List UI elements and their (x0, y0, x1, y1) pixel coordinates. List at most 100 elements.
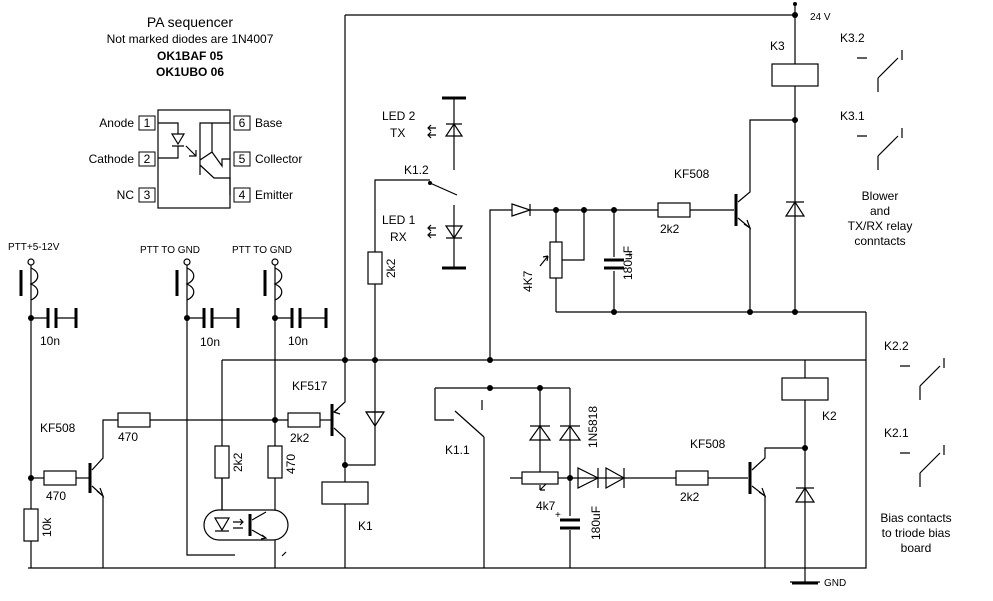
k12-label: K1.2 (404, 163, 429, 177)
pin-5-name: Collector (255, 152, 302, 166)
r2k2-vertical-resistor (214, 445, 230, 479)
pin-5-number: 5 (239, 152, 246, 166)
c1-capacitor (46, 308, 58, 328)
pin-1-name: Anode (99, 116, 134, 130)
k11-label: K1.1 (445, 443, 470, 457)
pin-3-box (138, 187, 156, 203)
k3-label: K3 (770, 39, 785, 53)
node-k2 (802, 445, 808, 451)
pin-5-box (233, 151, 251, 167)
k12-pivot (428, 181, 432, 185)
pin-1-box (138, 115, 156, 131)
pin-6-number: 6 (239, 116, 246, 130)
pin-2-name: Cathode (89, 152, 135, 166)
c2-label: 10n (200, 335, 220, 349)
pin-6-box (233, 115, 251, 131)
author-2: OK1UBO 06 (156, 65, 224, 79)
kf508-left-leads (91, 419, 120, 568)
pot-top-wiper-line (556, 210, 585, 261)
r2k2-bottom-resistor (675, 470, 709, 486)
vcc-label: 24 V (810, 12, 831, 23)
k3-tx-stage: 4K7 + 180uF 2k2 KF508 K3 (511, 15, 867, 360)
opto-light-icon (233, 518, 244, 529)
pin-3-name: NC (117, 188, 135, 202)
r470-h-label: 470 (118, 430, 138, 444)
opto-led-leads (158, 122, 179, 159)
opto-marker (281, 551, 287, 557)
input-ptt-v-label: PTT+5-12V (8, 242, 60, 253)
k3-diode-icon (784, 200, 806, 217)
node-r470-low (28, 475, 34, 481)
kf508-top-label: KF508 (674, 167, 710, 181)
led1-light-icon (427, 224, 436, 239)
node-k11-top (487, 357, 493, 363)
kf508-top-arrow (743, 219, 752, 230)
pin-3-number: 3 (144, 188, 151, 202)
c-top-plus: + (627, 250, 633, 261)
input-ptt-gnd-a-terminal (183, 258, 191, 266)
opto-transistor-icon (199, 122, 231, 195)
blower-line-3: TX/RX relay (848, 219, 913, 233)
gnd-label: GND (824, 578, 846, 589)
input-ptt-gnd-b-terminal (271, 258, 279, 266)
pot-top-resistor (549, 241, 563, 279)
kf508-left-label: KF508 (40, 421, 76, 435)
blower-line-4: conntacts (854, 234, 905, 248)
node-c1 (28, 315, 34, 321)
diode-1n5818-icon (558, 424, 582, 441)
k2-relay-coil (781, 377, 829, 401)
pot-top-label: 4K7 (521, 270, 535, 292)
led2-icon (444, 122, 464, 137)
k22-label: K2.2 (884, 339, 909, 353)
pot-bottom-resistor (521, 471, 559, 485)
r2k2-base-resistor (287, 412, 321, 428)
k11-switch-icon (454, 410, 485, 438)
r2k2-top-resistor (657, 202, 691, 218)
c-top-capacitor (604, 258, 624, 270)
optocoupler-body (157, 109, 231, 209)
k21-contact-icon (900, 445, 945, 487)
r10k-resistor (23, 508, 39, 542)
r2k2-k12-label: 2k2 (384, 258, 398, 278)
led1-icon (444, 225, 464, 240)
opto-led-icon (170, 133, 186, 147)
k1-label: K1 (358, 519, 373, 533)
k2-diode-icon (794, 486, 816, 503)
pin-4-name: Emitter (255, 188, 293, 202)
k12-led-section: K1.2 LED 2 TX LED 1 RX (382, 96, 466, 270)
title-block: PA sequencer Not marked diodes are 1N400… (107, 14, 274, 79)
c-top-label: 180uF (621, 246, 635, 280)
node-top-gnd-2 (747, 309, 753, 315)
rail-gnd (28, 360, 867, 569)
input-section: PTT+5-12V 10n PTT TO GND 10n PTT TO GND (8, 242, 328, 568)
c1-label: 10n (40, 334, 60, 348)
r10k-label: 10k (40, 517, 54, 537)
k31-contact-icon (857, 128, 903, 170)
left-transistor-stage: 470 10k KF508 470 (23, 412, 288, 568)
pin-1-number: 1 (144, 116, 151, 130)
diode-1n4007-icon (528, 424, 552, 441)
opto-phototransistor-leads (251, 511, 268, 540)
pin-4-box (233, 187, 251, 203)
diode-pair-lines (539, 388, 571, 478)
title-line-2: Not marked diodes are 1N4007 (107, 32, 274, 46)
node-top-gnd-1 (611, 309, 617, 315)
opto-coupler-circuit: 2k2 470 (203, 417, 298, 557)
k1-relay-coil (321, 481, 369, 505)
k12-switch-icon (429, 182, 458, 196)
r2k2-bottom-label: 2k2 (680, 490, 700, 504)
r2k2-base-label: 2k2 (290, 431, 310, 445)
k3-relay-coil (771, 63, 819, 87)
c-bottom-capacitor (560, 518, 580, 530)
diode-1n5818-label: 1N5818 (586, 406, 600, 448)
bias-line-1: Bias contacts (880, 511, 951, 525)
choke-3-icon (273, 267, 283, 301)
k11-feed-line (489, 209, 512, 360)
pin-2-number: 2 (144, 152, 151, 166)
k22-contact-icon (900, 358, 945, 400)
blower-line-1: Blower (862, 189, 899, 203)
pot-bottom-wiper-icon (539, 483, 547, 491)
node-base-bus (272, 417, 278, 423)
opto-light-arrow-icon (185, 145, 197, 157)
